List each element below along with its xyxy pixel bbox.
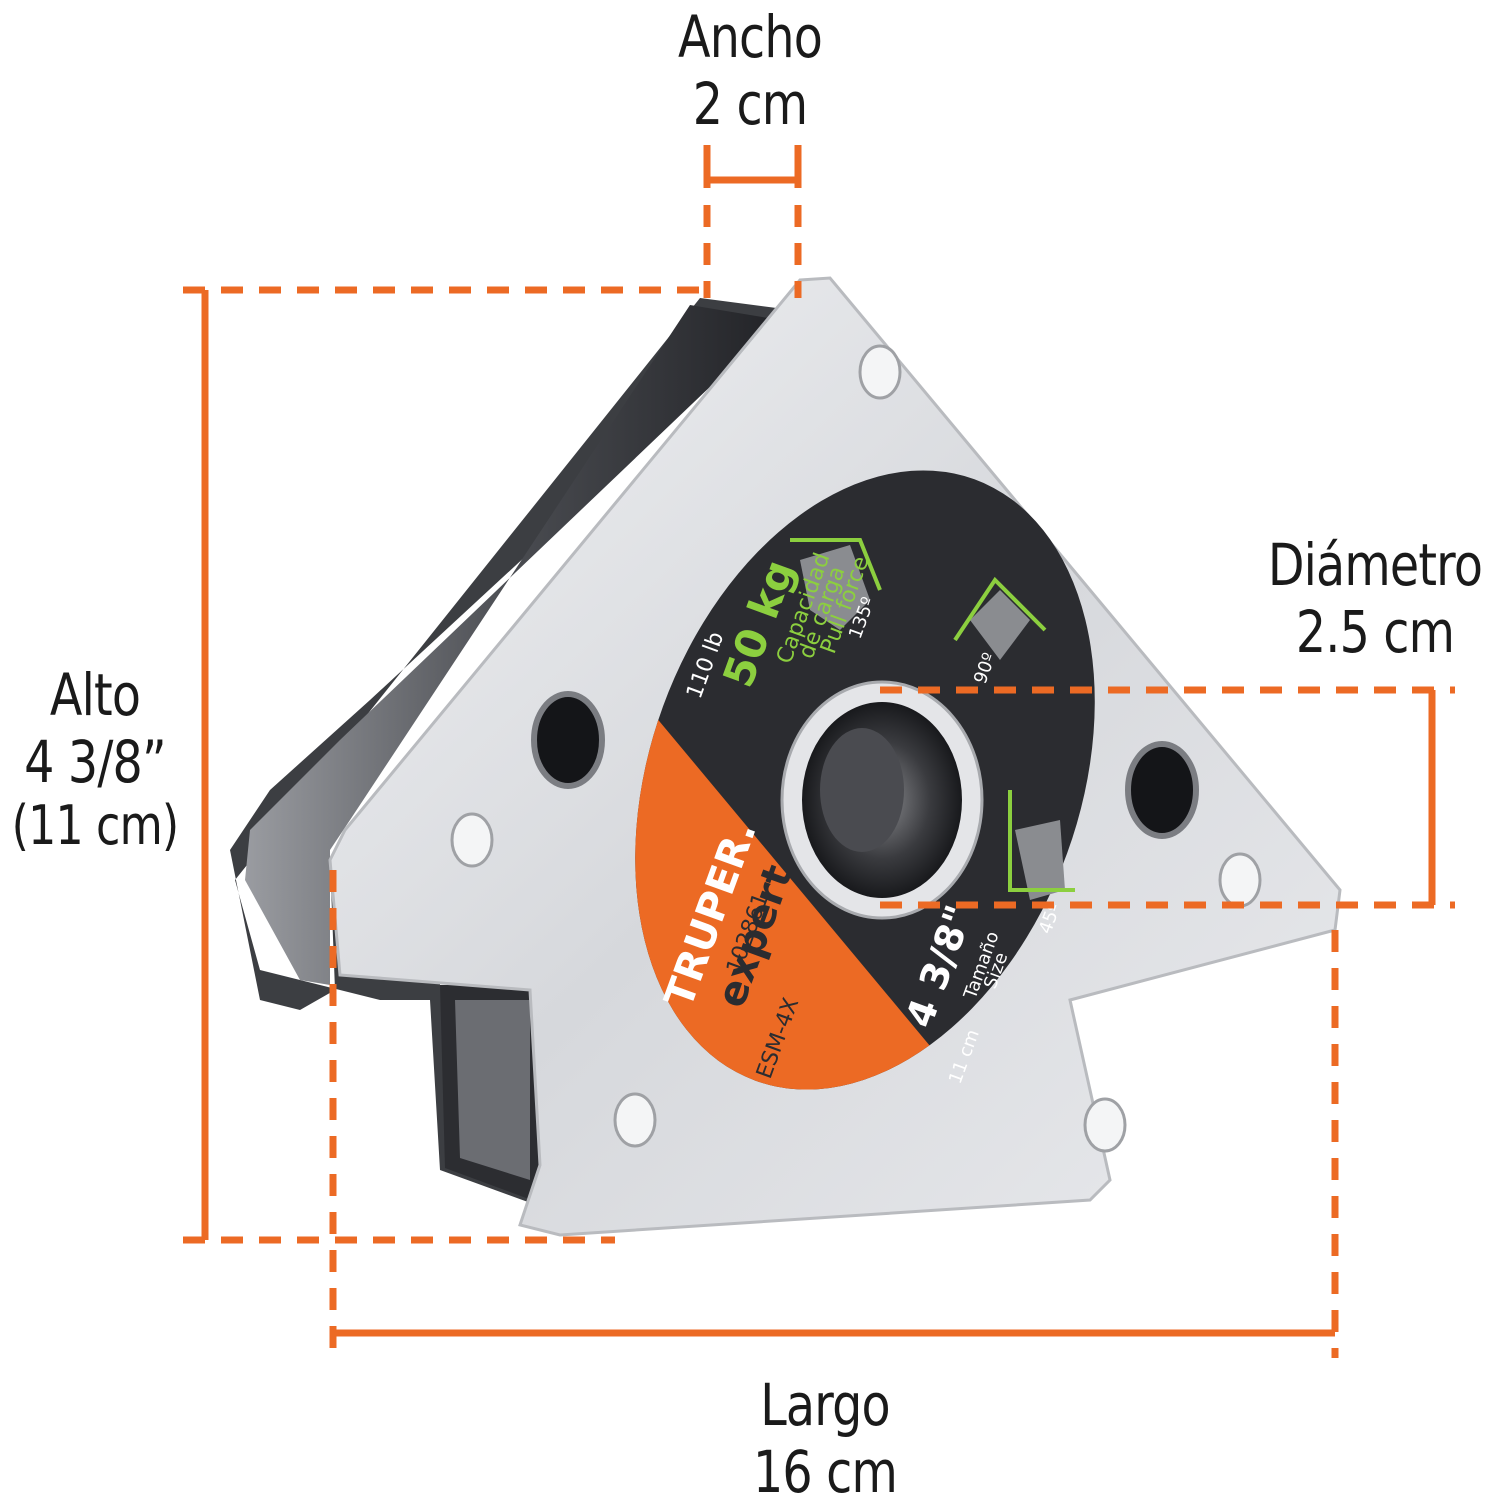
mounting-hole xyxy=(1125,741,1199,839)
rivet xyxy=(858,344,902,400)
largo-label: Largo xyxy=(760,1371,890,1439)
alto-value-cm: (11 cm) xyxy=(11,794,180,858)
angle-45-icon xyxy=(1008,790,1075,900)
alto-dimension-label: Alto 4 3/8” (11 cm) xyxy=(0,662,198,857)
angle-90-icon xyxy=(953,576,1047,660)
dimension-lines xyxy=(183,145,1455,1358)
rivet xyxy=(613,1092,657,1148)
alto-dimension-line xyxy=(183,286,700,1244)
rivet xyxy=(1083,1097,1127,1153)
diametro-value: 2.5 cm xyxy=(1295,597,1455,666)
largo-dimension-line xyxy=(329,870,1339,1358)
largo-dimension-label: Largo 16 cm xyxy=(702,1372,948,1505)
rivet xyxy=(450,812,494,868)
ancho-label: Ancho xyxy=(678,3,823,71)
diametro-dimension-label: Diámetro 2.5 cm xyxy=(1252,532,1498,665)
diametro-label: Diámetro xyxy=(1267,531,1483,599)
ancho-value: 2 cm xyxy=(692,69,808,138)
ancho-dimension-line xyxy=(703,145,802,298)
magnet-back-plate xyxy=(230,298,792,1210)
alto-value: 4 3/8” xyxy=(24,727,166,796)
alto-label: Alto xyxy=(49,661,141,729)
angle-135-icon xyxy=(790,538,882,630)
diametro-dimension-line xyxy=(880,686,1455,909)
rivet xyxy=(1218,852,1262,908)
largo-value: 16 cm xyxy=(752,1437,898,1506)
mounting-hole xyxy=(531,691,605,789)
center-bore xyxy=(780,680,984,920)
ancho-dimension-label: Ancho 2 cm xyxy=(627,4,873,137)
